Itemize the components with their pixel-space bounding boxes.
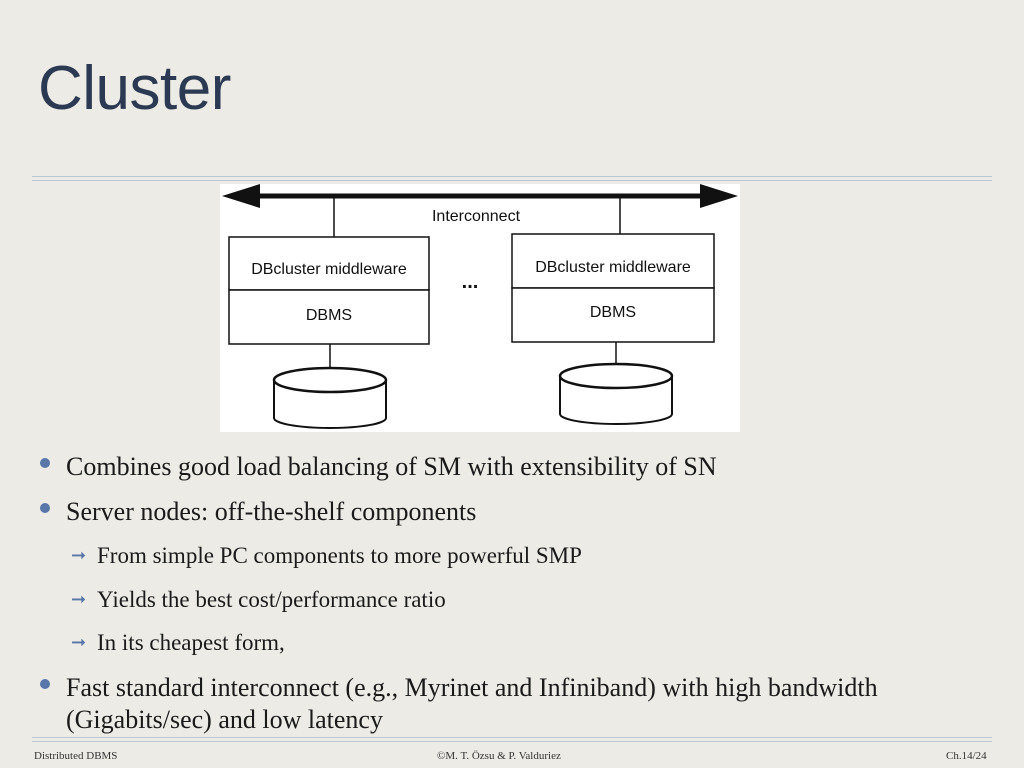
- footer-left: Distributed DBMS: [34, 750, 118, 762]
- interconnect-label: Interconnect: [432, 208, 521, 225]
- node1-dbms-label: DBMS: [306, 307, 352, 324]
- footer-rule-bottom: [32, 741, 992, 742]
- footer-rule-top: [32, 737, 992, 738]
- bullet-dot: [40, 458, 50, 468]
- bullet-text: Server nodes: off-the-shelf components: [66, 497, 477, 526]
- bullet-text: Combines good load balancing of SM with …: [66, 452, 717, 481]
- cluster-diagram-svg: Interconnect DBcluster middleware DBMS .…: [222, 184, 738, 429]
- sub-bullet-text: From simple PC components to more powerf…: [97, 543, 582, 568]
- arrow-right-icon: ➞: [71, 545, 87, 566]
- interconnect-arrow-right: [700, 184, 738, 208]
- bullet-dot: [40, 503, 50, 513]
- arrow-right-icon: ➞: [71, 589, 87, 610]
- sub-bullet-item: From simple PC components to more powerf…: [97, 542, 957, 570]
- interconnect-arrow-left: [222, 184, 260, 208]
- sub-bullet-item: In its cheapest form,: [97, 629, 957, 657]
- title-rule-bottom: [32, 180, 992, 181]
- bullet-item: Combines good load balancing of SM with …: [66, 451, 966, 483]
- bullet-item: Server nodes: off-the-shelf components: [66, 496, 966, 528]
- node1-middleware-box: [228, 236, 430, 291]
- title-rule-top: [32, 176, 992, 177]
- node2-middleware-label: DBcluster middleware: [535, 259, 691, 276]
- bullet-item: Fast standard interconnect (e.g., Myrine…: [66, 672, 926, 736]
- node1-disk-body: [273, 380, 387, 429]
- footer-center: ©M. T. Özsu & P. Valduriez: [437, 750, 561, 762]
- node2-dbms-label: DBMS: [590, 304, 636, 321]
- arrow-right-icon: ➞: [71, 632, 87, 653]
- bullet-text: Fast standard interconnect (e.g., Myrine…: [66, 673, 878, 734]
- node1-middleware-label: DBcluster middleware: [251, 261, 407, 278]
- sub-bullet-text: In its cheapest form,: [97, 630, 285, 655]
- sub-bullet-text: Yields the best cost/performance ratio: [97, 587, 446, 612]
- nodes-ellipsis: ...: [462, 271, 479, 293]
- node1-disk-top: [272, 366, 388, 394]
- node2-disk-body: [559, 376, 673, 425]
- bullet-dot: [40, 679, 50, 689]
- sub-bullet-item: Yields the best cost/performance ratio: [97, 586, 957, 614]
- cluster-diagram: Interconnect DBcluster middleware DBMS .…: [220, 184, 740, 432]
- node2-middleware-box: [511, 233, 715, 289]
- node1-dbms-box: [228, 289, 430, 345]
- node2-disk-top: [558, 362, 674, 390]
- node2-dbms-box: [511, 287, 715, 343]
- footer-page-number: Ch.14/24: [946, 750, 987, 762]
- slide-title: Cluster: [38, 54, 231, 123]
